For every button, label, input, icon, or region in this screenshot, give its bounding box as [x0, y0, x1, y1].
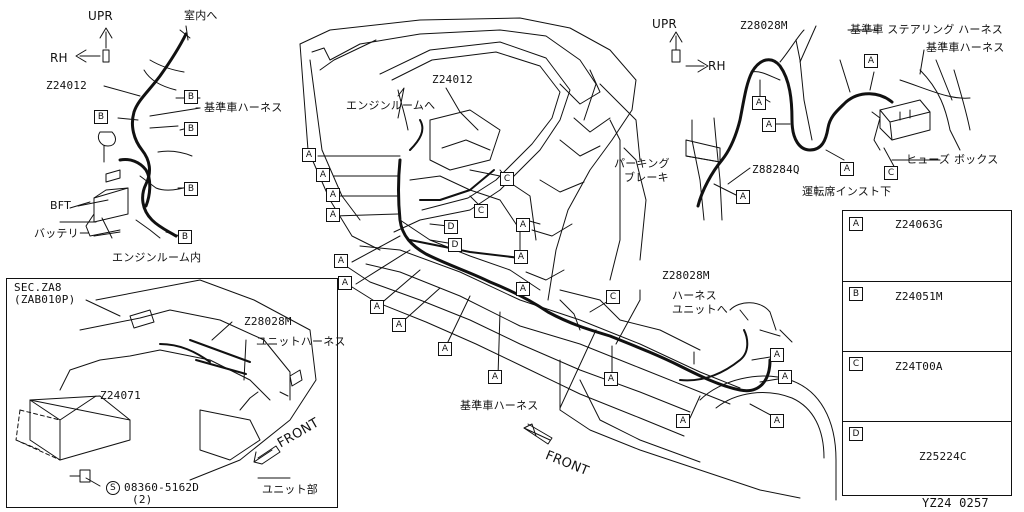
tag-a: A — [438, 342, 452, 356]
tag-a: A — [676, 414, 690, 428]
tag-a: A — [302, 148, 316, 162]
tag-a: A — [516, 218, 530, 232]
part-z88284q-label: Z88284Q — [752, 163, 800, 176]
front-arrow-icon-inset — [253, 449, 273, 465]
bolt-part-label: 08360-5162D — [124, 481, 200, 494]
front-arrow-icon-center — [523, 423, 551, 441]
unit-section-sketch — [15, 279, 317, 487]
tag-b: B — [184, 182, 198, 196]
fuse-box-label: ヒューズ ボックス — [906, 153, 999, 166]
car-body-sketch — [299, 17, 837, 501]
to-cabin-label: 室内へ — [184, 9, 218, 22]
tag-c: C — [500, 172, 514, 186]
main-harness-right-label: 基準車ハーネス — [926, 41, 1005, 54]
part-z28028m-center-label: Z28028M — [662, 269, 710, 282]
steering-harness-label: 基準車 ステアリング ハーネス — [850, 23, 1003, 36]
part-z24012-center-label: Z24012 — [432, 73, 473, 86]
tag-b: B — [178, 230, 192, 244]
tag-a: A — [514, 250, 528, 264]
legend-part: Z24063G — [895, 218, 943, 231]
tag-a: A — [840, 162, 854, 176]
tag-a: A — [752, 96, 766, 110]
legend-key: C — [849, 357, 863, 371]
tag-a: A — [316, 168, 330, 182]
tag-a: A — [516, 282, 530, 296]
legend-part: Z25224C — [919, 450, 967, 463]
tag-d: D — [448, 238, 462, 252]
engine-room-sketch — [59, 25, 201, 239]
bolt-icon-inset — [79, 469, 91, 483]
tag-a: A — [864, 54, 878, 68]
legend-row-b: B Z24051M — [843, 281, 1011, 352]
drawing-id: YZ24 0257 — [922, 496, 989, 510]
part-z24071-label: Z24071 — [100, 389, 141, 402]
bolt-s-symbol: S — [106, 481, 120, 495]
legend-row-d: D Z25224C — [843, 421, 1011, 491]
part-z28028m-inset-label: Z28028M — [244, 315, 292, 328]
main-harness-center-label: 基準車ハーネス — [460, 399, 539, 412]
to-engine-room-label: エンジンルームへ — [346, 99, 436, 112]
legend-key: A — [849, 217, 863, 231]
part-z28028m-right-label: Z28028M — [740, 19, 788, 32]
upr-arrow-icon-right — [669, 31, 683, 51]
tag-d: D — [444, 220, 458, 234]
upr-right-label: UPR — [652, 17, 677, 31]
rh-label: RH — [50, 51, 68, 65]
legend-key: B — [849, 287, 863, 301]
harness-unit-line1: ハーネス — [672, 289, 717, 302]
tag-a: A — [334, 254, 348, 268]
tag-a: A — [326, 188, 340, 202]
legend-part: Z24051M — [895, 290, 943, 303]
driver-instrument-caption: 運転席インスト下 — [802, 185, 892, 198]
tag-a: A — [338, 276, 352, 290]
legend-row-c: C Z24T00A — [843, 351, 1011, 422]
unit-section-caption: ユニット部 — [262, 483, 318, 496]
tag-b: B — [184, 90, 198, 104]
parts-legend: A Z24063G B Z24051M C Z24T00A D Z25224C — [842, 210, 1012, 496]
rh-right-label: RH — [708, 59, 726, 73]
bolt-icon-center — [759, 329, 793, 343]
tag-a: A — [762, 118, 776, 132]
tag-a: A — [488, 370, 502, 384]
sec-line2: (ZAB010P) — [14, 293, 76, 306]
tag-b: B — [94, 110, 108, 124]
tag-a: A — [770, 348, 784, 362]
tag-a: A — [392, 318, 406, 332]
tag-b: B — [184, 122, 198, 136]
tag-a: A — [370, 300, 384, 314]
tag-a: A — [736, 190, 750, 204]
legend-key: D — [849, 427, 863, 441]
tag-a: A — [326, 208, 340, 222]
tag-a: A — [604, 372, 618, 386]
bft-label: BFT — [50, 199, 71, 212]
part-z24012-label: Z24012 — [46, 79, 87, 92]
parking-brake-line2: ブレーキ — [624, 171, 669, 184]
tag-c: C — [474, 204, 488, 218]
unit-section-inset — [6, 278, 338, 508]
rh-arrow-icon-right — [685, 59, 709, 73]
rh-arrow-icon — [75, 49, 101, 63]
upr-label: UPR — [88, 9, 113, 23]
sec-line1: SEC.ZA8 — [14, 281, 62, 294]
tag-a: A — [770, 414, 784, 428]
harness-unit-line2: ユニットへ — [672, 303, 728, 316]
main-harness-label: 基準車ハーネス — [204, 101, 283, 114]
bolt-qty-label: (2) — [132, 493, 153, 506]
tag-c: C — [606, 290, 620, 304]
parking-brake-line1: パーキング — [614, 157, 670, 170]
tag-a: A — [778, 370, 792, 384]
upr-arrow-icon — [99, 27, 113, 49]
legend-row-a: A Z24063G — [843, 211, 1011, 282]
battery-label: バッテリー — [34, 227, 90, 240]
engine-room-caption: エンジンルーム内 — [112, 251, 202, 264]
unit-harness-label: ユニットハーネス — [256, 335, 346, 348]
legend-part: Z24T00A — [895, 360, 943, 373]
tag-c: C — [884, 166, 898, 180]
